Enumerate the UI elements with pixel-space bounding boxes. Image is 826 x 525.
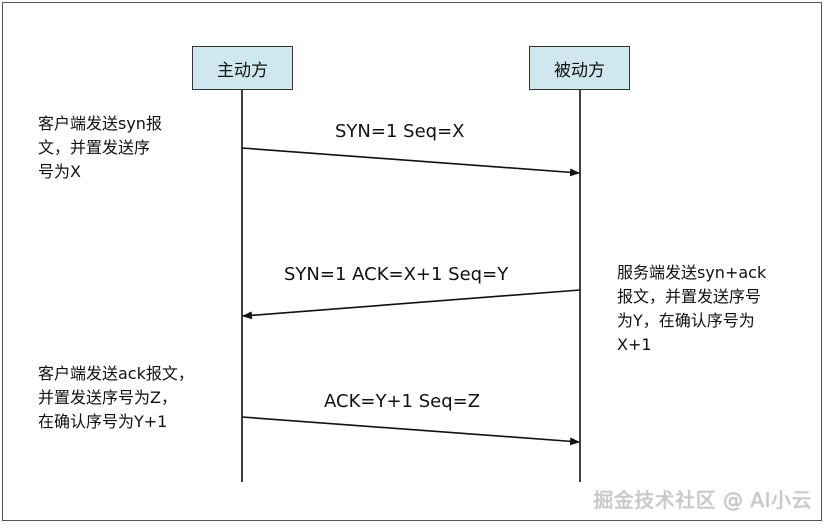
note-line: 并置发送序号为Z， xyxy=(38,388,177,407)
note-line: 文，并置发送序 xyxy=(38,138,151,157)
note-line: 为Y，在确认序号为 xyxy=(617,311,755,330)
note-client-ack: 客户端发送ack报文， 并置发送序号为Z， 在确认序号为Y+1 xyxy=(38,362,194,434)
message-label-1: SYN=1 Seq=X xyxy=(335,121,465,142)
message-label-2: SYN=1 ACK=X+1 Seq=Y xyxy=(284,264,509,285)
message-arrow-1 xyxy=(241,147,580,177)
watermark: 掘金技术社区 @ AI小云 xyxy=(593,488,812,512)
message-arrow-2 xyxy=(242,289,581,320)
participant-active-label: 主动方 xyxy=(217,60,268,81)
note-client-syn: 客户端发送syn报 文，并置发送序 号为X xyxy=(38,112,162,184)
message-label-3: ACK=Y+1 Seq=Z xyxy=(324,391,481,412)
note-line: 报文，并置发送序号 xyxy=(617,287,762,306)
note-line: 客户端发送ack报文， xyxy=(38,364,194,383)
note-line: X+1 xyxy=(617,335,652,354)
participant-passive: 被动方 xyxy=(529,46,630,90)
note-line: 客户端发送syn报 xyxy=(38,114,162,133)
participant-active: 主动方 xyxy=(192,46,293,90)
participant-passive-label: 被动方 xyxy=(554,60,605,81)
note-line: 在确认序号为Y+1 xyxy=(38,412,168,431)
note-line: 号为X xyxy=(38,162,81,181)
message-arrow-3 xyxy=(241,416,580,446)
note-server-synack: 服务端发送syn+ack 报文，并置发送序号 为Y，在确认序号为 X+1 xyxy=(617,261,766,357)
note-line: 服务端发送syn+ack xyxy=(617,263,767,282)
